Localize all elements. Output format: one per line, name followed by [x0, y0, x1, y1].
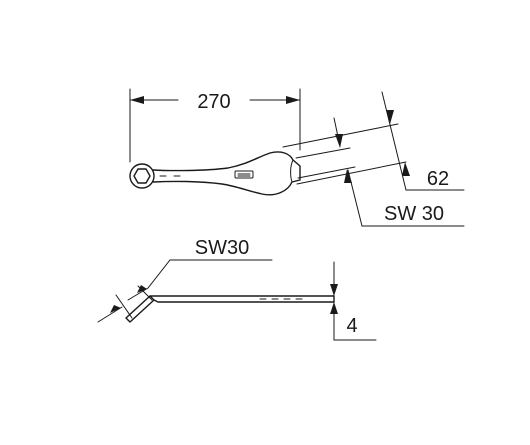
jaw-leader-line [347, 169, 465, 227]
height-label: 62 [427, 168, 449, 190]
side-profile [125, 295, 335, 323]
arrow-side-upper [137, 285, 147, 293]
logo-plate [234, 170, 254, 179]
jaw-size-side-label: SW30 [195, 237, 249, 259]
arrow-jaw-bottom [344, 169, 352, 183]
arrow-side-lower [110, 305, 121, 313]
dimension-line-height [381, 91, 465, 191]
extension-line-bottom [296, 161, 407, 185]
dimension-height: 62 [282, 91, 465, 191]
arrow-thickness-top [330, 284, 338, 296]
arrow-jaw-top [335, 134, 343, 148]
arrow-thickness-bottom [330, 302, 338, 314]
side-leader-line [127, 259, 273, 301]
thickness-label: 4 [346, 315, 357, 337]
logo-lines [237, 173, 251, 177]
arrow-right [286, 96, 300, 104]
side-extension-lines [115, 285, 153, 319]
wrench-top-view [129, 151, 301, 196]
wrench-body [152, 151, 301, 196]
wrench-side-view [125, 295, 335, 323]
jaw-extension-top [295, 147, 351, 159]
arrow-height-bottom [402, 162, 410, 176]
ring-end [129, 163, 155, 189]
hex-socket [133, 168, 151, 184]
jaw-size-top-label: SW 30 [384, 203, 444, 225]
dimension-jaw-side: SW30 [97, 237, 273, 323]
thickness-arrow-line-bottom [333, 301, 377, 341]
side-arrow-line-lower [97, 306, 123, 323]
arrow-left [130, 96, 144, 104]
dimension-thickness: 4 [330, 261, 377, 341]
jaw-opening [290, 159, 294, 183]
arrow-height-top [386, 110, 394, 124]
dimension-jaw-top: SW 30 [295, 117, 465, 227]
length-label: 270 [197, 91, 230, 113]
dimension-length: 270 [129, 88, 301, 163]
jaw-extension-bottom [297, 166, 356, 179]
